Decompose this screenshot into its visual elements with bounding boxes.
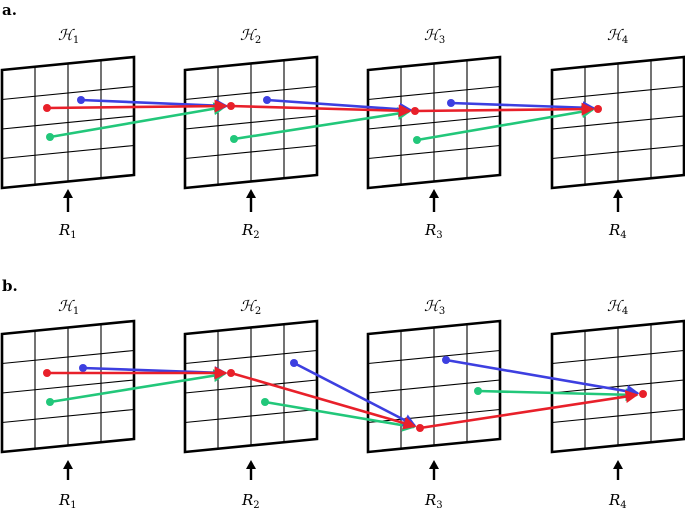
- panel-a-r3-label: R3: [424, 221, 443, 241]
- panel-b-label: b.: [2, 277, 18, 295]
- panel-b-r2-label: R2: [241, 491, 260, 511]
- panel-a-h1-label: ℋ1: [58, 26, 79, 46]
- panel-a-r1-label: R1: [58, 221, 77, 241]
- panel-b-h2-label: ℋ2: [240, 297, 261, 317]
- panel-b-h1-label: ℋ1: [58, 297, 79, 317]
- panel-a-label: a.: [2, 1, 17, 19]
- panel-b-grid-4: [550, 319, 685, 454]
- panel-a-h2-label: ℋ2: [240, 26, 261, 46]
- panel-b: b. ℋ1 ℋ2 ℋ3 ℋ4: [0, 277, 685, 511]
- panel-a-r4-label: R4: [608, 221, 627, 241]
- panel-b-h4-label: ℋ4: [607, 297, 628, 317]
- panel-b-grid-1: [0, 319, 136, 454]
- panel-b-green-paths: [46, 369, 639, 432]
- panel-b-red-paths: [43, 366, 647, 432]
- panel-a-green-paths: [46, 102, 595, 144]
- panel-b-r4-label: R4: [608, 491, 627, 511]
- panel-a: a. ℋ1 ℋ2 ℋ3 ℋ4: [0, 1, 685, 241]
- panel-b-h3-label: ℋ3: [424, 297, 445, 317]
- panel-a-red-paths: [43, 99, 602, 118]
- panel-b-r3-label: R3: [424, 491, 443, 511]
- panel-a-blue-paths: [77, 96, 596, 116]
- panel-a-h3-label: ℋ3: [424, 26, 445, 46]
- panel-a-r2-label: R2: [241, 221, 260, 241]
- panel-b-grid-2: [183, 319, 319, 454]
- panel-a-grid-3: [366, 55, 502, 190]
- panel-a-grid-4: [550, 55, 685, 190]
- panel-a-h4-label: ℋ4: [607, 26, 628, 46]
- panel-a-grid-1: [0, 55, 136, 190]
- panel-a-grid-2: [183, 55, 319, 190]
- panel-b-r1-label: R1: [58, 491, 77, 511]
- panel-b-input-arrows: [63, 460, 623, 480]
- panel-a-input-arrows: [63, 189, 623, 212]
- panel-b-grid-3: [366, 319, 502, 454]
